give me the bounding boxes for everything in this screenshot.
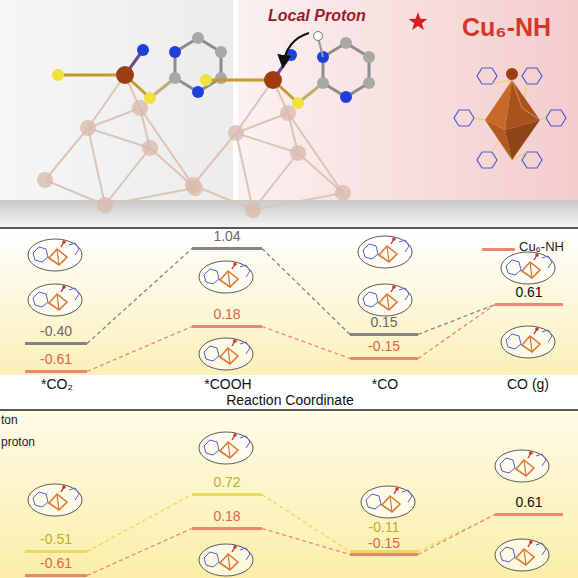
legend-label: proton xyxy=(1,436,35,450)
energy-value: 0.61 xyxy=(515,284,542,300)
energy-value: -0.11 xyxy=(369,519,400,535)
cluster-illustration xyxy=(185,37,375,218)
energy-level: 0.15 xyxy=(350,333,418,336)
s-bond xyxy=(492,80,512,84)
dashed-connector xyxy=(418,515,495,555)
structure-inset xyxy=(199,544,253,576)
energy-level: -0.51 xyxy=(25,550,87,553)
energy-level: -0.15 xyxy=(350,553,418,556)
axis-label: *CO₂ xyxy=(41,376,73,392)
dashed-connector xyxy=(87,495,192,552)
energy-value: 0.18 xyxy=(213,306,240,322)
structure-inset xyxy=(199,261,253,293)
dashed-connector xyxy=(418,305,495,335)
legend-line xyxy=(482,248,515,251)
energy-level: -0.15 xyxy=(350,357,418,360)
structure-inset xyxy=(495,539,549,571)
energy-value: 0.18 xyxy=(213,508,240,524)
panel-border xyxy=(0,227,578,229)
s-bond xyxy=(474,118,485,120)
cu6-octahedron xyxy=(505,120,540,160)
panel-background xyxy=(238,0,578,200)
energy-level: -0.61 xyxy=(25,370,87,373)
dashed-connector xyxy=(87,327,192,372)
structure-inset xyxy=(199,338,253,370)
energy-level: 0.61 xyxy=(495,303,563,306)
energy-value: -0.40 xyxy=(40,323,72,339)
axis-label: *CO xyxy=(372,376,398,392)
proton-arrow xyxy=(283,33,309,66)
energy-value: 1.04 xyxy=(213,228,240,244)
dashed-connector xyxy=(87,249,192,344)
dashed-connector xyxy=(262,495,350,552)
dashed-connector xyxy=(87,529,192,576)
ligand-ring xyxy=(546,110,566,126)
structure-inset xyxy=(501,326,555,358)
ligand-ring xyxy=(522,152,542,168)
legend-label: ton xyxy=(1,414,18,428)
structure-inset xyxy=(28,484,82,516)
cu-atom xyxy=(506,68,518,80)
energy-level: 0.18 xyxy=(192,527,262,530)
structure-inset xyxy=(495,450,549,482)
star-marker xyxy=(409,12,428,30)
axis-label: CO (g) xyxy=(507,376,549,392)
energy-level: -0.61 xyxy=(25,574,87,577)
energy-value: 0.15 xyxy=(370,314,397,330)
legend-label: Cu₆-NH xyxy=(519,240,564,255)
annotation-label: Cu₆-NH xyxy=(462,13,551,42)
dashed-connector xyxy=(262,529,350,555)
structure-inset xyxy=(28,284,82,316)
dashed-connector xyxy=(418,305,495,359)
energy-level: 0.61 xyxy=(495,513,563,516)
annotation-label: Local Proton xyxy=(268,7,366,25)
energy-value: 0.61 xyxy=(515,494,542,510)
axis-label: *COOH xyxy=(204,376,251,392)
connector-layer xyxy=(87,249,495,576)
energy-value: -0.61 xyxy=(40,555,72,571)
structure-inset xyxy=(358,236,412,268)
dashed-connector xyxy=(262,249,350,335)
proton-atom xyxy=(314,32,323,41)
structure-inset xyxy=(199,432,253,464)
ligand-ring xyxy=(477,68,497,84)
panel-border xyxy=(0,409,578,411)
structure-inset xyxy=(358,284,412,316)
s-bond xyxy=(540,118,546,120)
energy-value: -0.15 xyxy=(368,535,400,551)
energy-value: -0.61 xyxy=(40,351,72,367)
energy-level: 0.72 xyxy=(192,493,262,496)
ligand-ring xyxy=(522,68,542,84)
dashed-connector xyxy=(262,327,350,359)
energy-level: 0.18 xyxy=(192,325,262,328)
panel-background xyxy=(0,410,578,578)
cu6-octahedron-edge xyxy=(512,80,540,120)
structure-inset xyxy=(28,239,82,271)
ligand-ring xyxy=(477,152,497,168)
structure-inset xyxy=(361,486,415,518)
energy-level: -0.40 xyxy=(25,342,87,345)
panel-background xyxy=(0,228,578,375)
energy-value: -0.51 xyxy=(40,531,72,547)
ligand-ring xyxy=(454,110,474,126)
structure-inset xyxy=(501,252,555,284)
energy-value: -0.15 xyxy=(368,338,400,354)
panel-background xyxy=(0,0,233,200)
axis-label: Reaction Coordinate xyxy=(226,392,354,408)
energy-level: 1.04 xyxy=(192,247,262,250)
energy-value: 0.72 xyxy=(213,474,240,490)
